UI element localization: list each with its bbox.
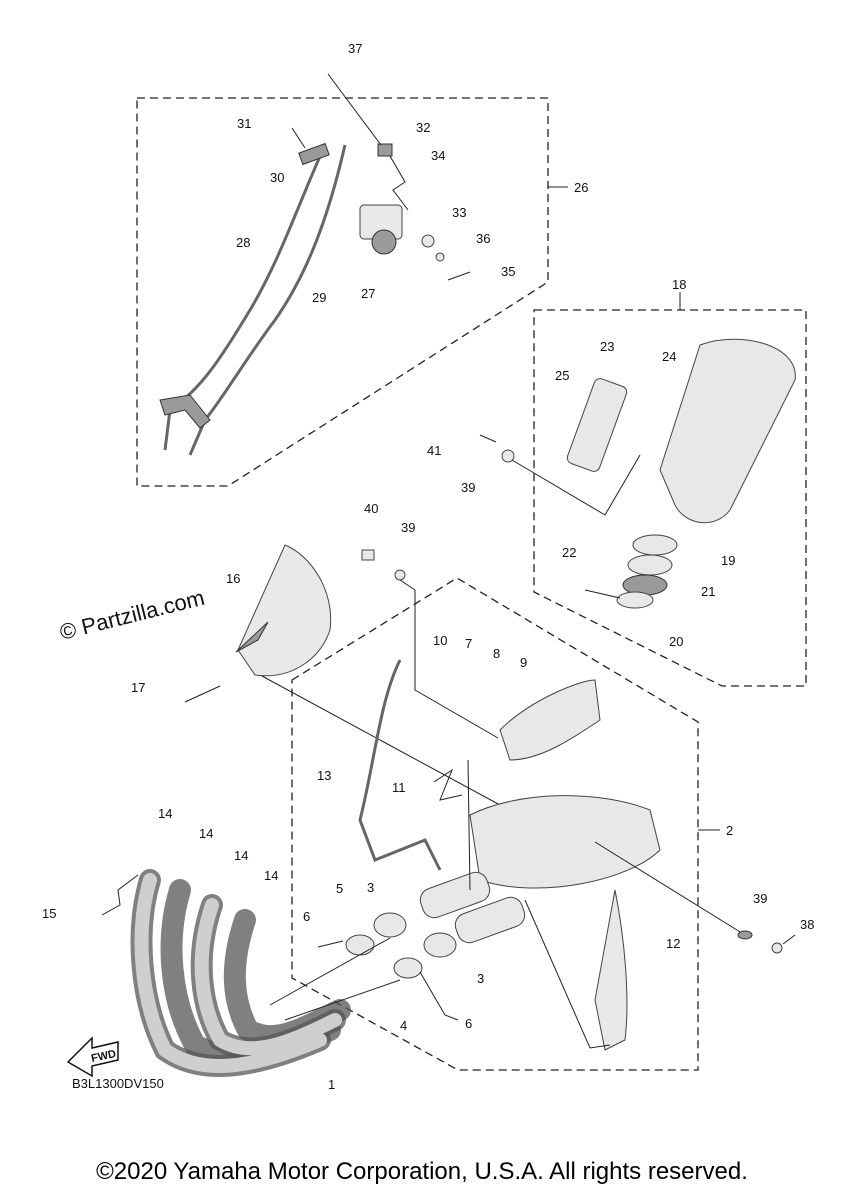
callout-39a: 39 [461,480,475,495]
callout-4: 4 [400,1018,407,1033]
callout-21: 21 [701,584,715,599]
callout-13: 13 [317,768,331,783]
callout-40: 40 [364,501,378,516]
heat-shield-16 [184,544,501,806]
callout-39b: 39 [401,520,415,535]
callout-14c: 14 [234,848,248,863]
callout-2: 2 [726,823,733,838]
callout-3a: 3 [367,880,374,895]
collector-assembly [317,659,796,1051]
callout-11: 11 [392,780,406,795]
callout-33: 33 [452,205,466,220]
callout-26: 26 [574,180,588,195]
callout-18: 18 [672,277,686,292]
callout-25: 25 [555,368,569,383]
copyright-notice: ©2020 Yamaha Motor Corporation, U.S.A. A… [96,1158,748,1185]
callout-22: 22 [562,545,576,560]
callout-12: 12 [666,936,680,951]
callout-9: 9 [520,655,527,670]
callout-10: 10 [433,633,447,648]
callout-6a: 6 [303,909,310,924]
callout-23: 23 [600,339,614,354]
group-outline-26 [136,97,549,487]
valve-cable-assembly [159,73,471,456]
callout-15: 15 [42,906,56,921]
callout-8: 8 [493,646,500,661]
callout-32: 32 [416,120,430,135]
callout-38: 38 [800,917,814,932]
callout-1: 1 [328,1077,335,1092]
callout-24: 24 [662,349,676,364]
callout-3b: 3 [477,971,484,986]
callout-31: 31 [237,116,251,131]
callout-39c: 39 [753,891,767,906]
muffler-assembly [479,338,796,609]
callout-34: 34 [431,148,445,163]
callout-5: 5 [336,881,343,896]
callout-19: 19 [721,553,735,568]
diagram-code: B3L1300DV150 [72,1076,164,1091]
fwd-arrow-icon: FWD [66,1036,119,1078]
group-outline-2 [291,577,699,1071]
callout-16: 16 [226,571,240,586]
group-outline-18 [533,309,807,687]
watermark: © Partzilla.com [57,585,207,645]
callout-14b: 14 [199,826,213,841]
callout-27: 27 [361,286,375,301]
callout-41: 41 [427,443,441,458]
callout-30: 30 [270,170,284,185]
fwd-label: FWD [90,1048,117,1065]
callout-14a: 14 [158,806,172,821]
callout-35: 35 [501,264,515,279]
callout-14d: 14 [264,868,278,883]
callout-28: 28 [236,235,250,250]
callout-6b: 6 [465,1016,472,1031]
callout-20: 20 [669,634,683,649]
callout-29: 29 [312,290,326,305]
callout-36: 36 [476,231,490,246]
callout-17: 17 [131,680,145,695]
callout-37: 37 [348,41,362,56]
exhaust-header-1 [101,869,401,1077]
callout-7: 7 [465,636,472,651]
